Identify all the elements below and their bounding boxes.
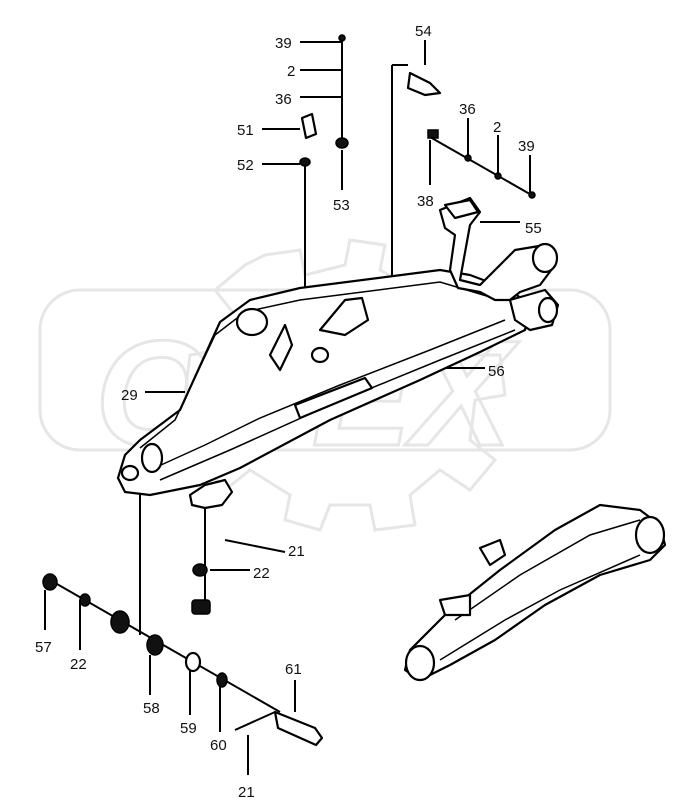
callout-57: 57 — [35, 639, 52, 656]
callout-53: 53 — [333, 197, 350, 214]
pivot-mount-assembly — [438, 196, 560, 332]
callout-54: 54 — [415, 23, 432, 40]
callout-labels: 39 2 36 51 52 53 54 36 2 39 38 55 56 29 … — [35, 23, 542, 801]
callout-58: 58 — [143, 700, 160, 717]
exploded-bushing-set — [42, 563, 324, 747]
callout-2b: 2 — [493, 119, 501, 136]
callout-39b: 39 — [518, 138, 535, 155]
callout-22b: 22 — [70, 656, 87, 673]
callout-60: 60 — [210, 737, 227, 754]
callout-36a: 36 — [275, 91, 292, 108]
callout-39a: 39 — [275, 35, 292, 52]
callout-29: 29 — [121, 387, 138, 404]
callout-36b: 36 — [459, 101, 476, 118]
callout-21a: 21 — [288, 543, 305, 560]
callout-21b: 21 — [238, 784, 255, 801]
callout-38: 38 — [417, 193, 434, 210]
callout-55: 55 — [525, 220, 542, 237]
callout-22a: 22 — [253, 565, 270, 582]
callout-2a: 2 — [287, 63, 295, 80]
swing-arm-frame — [116, 268, 532, 510]
assembled-swing-arm-view — [403, 503, 667, 682]
callout-56: 56 — [488, 363, 505, 380]
leader-lines — [44, 38, 536, 775]
callout-51: 51 — [237, 122, 254, 139]
top-hardware — [299, 34, 536, 199]
callout-61: 61 — [285, 661, 302, 678]
callout-52: 52 — [237, 157, 254, 174]
callout-59: 59 — [180, 720, 197, 737]
